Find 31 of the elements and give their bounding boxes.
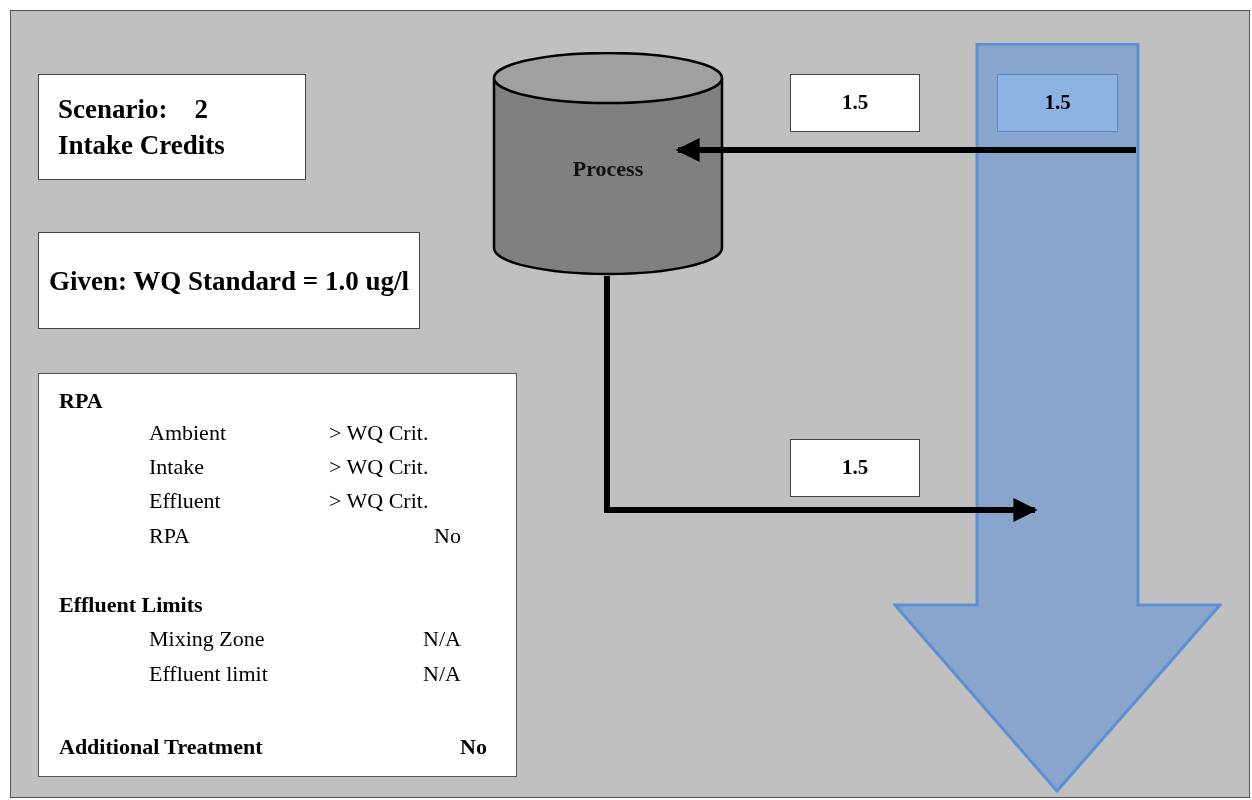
- box-text: Process: [572, 158, 644, 180]
- summary-table-box: [38, 373, 517, 777]
- table-text: > WQ Crit.: [329, 456, 429, 478]
- box-text: Intake Credits: [58, 129, 225, 162]
- flow-arrow: [675, 138, 1136, 162]
- table-text: N/A: [423, 663, 461, 685]
- value-text: 1.5: [841, 89, 869, 117]
- table-text: No: [434, 525, 461, 547]
- value-text: 1.5: [841, 454, 869, 482]
- table-text: Ambient: [149, 422, 226, 444]
- value-text: 1.5: [1044, 89, 1071, 117]
- info-box: [38, 232, 420, 329]
- value-box: [790, 74, 920, 132]
- table-heading: Additional Treatment: [59, 736, 263, 758]
- table-heading: Effluent Limits: [59, 594, 203, 616]
- table-heading: No: [460, 736, 487, 758]
- value-box: [997, 74, 1118, 132]
- table-text: Effluent limit: [149, 663, 268, 685]
- table-text: > WQ Crit.: [329, 422, 429, 444]
- table-text: N/A: [423, 628, 461, 650]
- table-text: RPA: [149, 525, 190, 547]
- value-box: [790, 439, 920, 497]
- table-heading: RPA: [59, 390, 103, 412]
- table-text: Intake: [149, 456, 204, 478]
- flow-arrow: [604, 276, 1038, 522]
- box-text: Scenario: 2: [58, 93, 208, 126]
- table-text: > WQ Crit.: [329, 490, 429, 512]
- table-text: Effluent: [149, 490, 221, 512]
- table-text: Mixing Zone: [149, 628, 265, 650]
- box-text: Given: WQ Standard = 1.0 ug/l: [48, 264, 410, 298]
- info-box: [38, 74, 306, 180]
